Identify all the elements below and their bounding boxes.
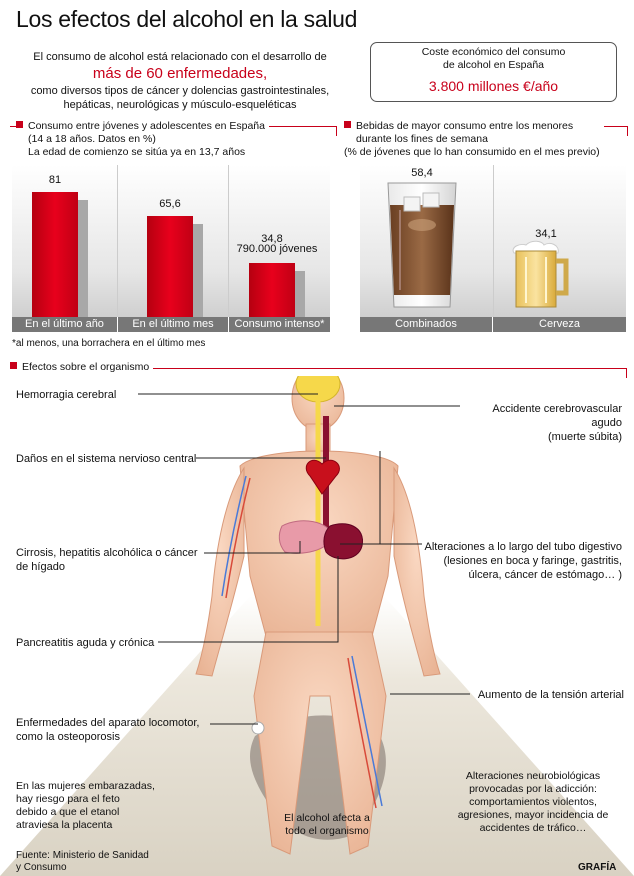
section-rule-drinks-end — [627, 126, 628, 136]
note-todo: El alcohol afecta a todo el organismo — [284, 812, 370, 837]
consumption-category-row: En el último año En el último mes Consum… — [12, 317, 330, 332]
liver-icon — [278, 520, 333, 554]
blood-vessels — [221, 475, 383, 809]
cost-box: Coste económico del consumo de alcohol e… — [370, 42, 617, 102]
label-nervioso: Daños en el sistema nervioso central — [16, 453, 197, 465]
bullet-square-icon — [344, 121, 351, 128]
stomach-icon — [323, 523, 363, 560]
bar-value-label: 34,8 — [261, 233, 283, 246]
category-label: Combinados — [360, 317, 492, 332]
intro-highlight: más de 60 enfermedades, — [92, 65, 268, 82]
beer-mug-icon — [512, 240, 569, 308]
page-title: Los efectos del alcohol en la salud — [16, 6, 358, 32]
label-cirrosis: Cirrosis, hepatitis alcohólica o cáncer … — [16, 547, 198, 573]
note-embarazadas: En las mujeres embarazadas, hay riesgo p… — [16, 780, 155, 831]
label-digestivo: Alteraciones a lo largo del tubo digesti… — [424, 541, 622, 581]
ice-cube-icon — [403, 196, 421, 212]
intro-text: El consumo de alcohol está relacionado c… — [10, 50, 350, 112]
label-tension: Aumento de la tensión arterial — [477, 689, 624, 701]
source-text: Fuente: Ministerio de Sanidad y Consumo — [16, 850, 149, 873]
mixed-drink-glass-icon — [387, 182, 457, 308]
category-label: Consumo intenso* — [229, 317, 330, 332]
cost-label-2: de alcohol en España — [443, 59, 544, 71]
label-hemorragia: Hemorragia cerebral — [16, 389, 117, 401]
drinks-value-label: 58,4 — [411, 167, 433, 179]
section-rule-consumption-end — [336, 126, 337, 136]
bar — [32, 192, 78, 317]
note-neuro: Alteraciones neurobiológicas provocadas … — [457, 770, 609, 834]
body-illustration — [0, 376, 634, 876]
ice-cube-icon — [422, 192, 440, 208]
cost-value: 3.800 millones €/año — [428, 78, 559, 94]
chart-divider — [117, 165, 118, 317]
intro-line-1: El consumo de alcohol está relacionado c… — [33, 51, 327, 63]
bar-value-label: 81 — [48, 174, 62, 186]
category-label: En el último mes — [118, 317, 228, 332]
label-locomotor: Enfermedades del aparato locomotor, como… — [16, 717, 200, 743]
bar-value-label: 65,6 — [159, 197, 181, 210]
ice-cube-icon — [408, 219, 436, 231]
label-pancreatitis: Pancreatitis aguda y crónica — [16, 637, 155, 649]
heart-icon — [305, 459, 340, 495]
intro-line-3: hepáticas, neurológicas y músculo-esquel… — [63, 99, 297, 111]
category-label: En el último año — [12, 317, 117, 332]
drinks-category-row: Combinados Cerveza — [360, 317, 626, 332]
chart-divider — [493, 165, 494, 317]
brand-logo: GRAFÍA — [578, 862, 617, 873]
bar — [249, 263, 295, 317]
bullet-square-icon — [16, 121, 23, 128]
bar — [147, 215, 193, 317]
effects-heading: Efectos sobre el organismo — [10, 361, 154, 374]
mixed-drink-fill — [390, 205, 454, 295]
drinks-value-label: 34,1 — [535, 228, 557, 240]
section-rule-effects — [10, 368, 626, 369]
consumption-footnote: *al menos, una borrachera en el último m… — [12, 338, 206, 349]
label-acv: Accidente cerebrovascular agudo (muerte … — [492, 403, 622, 443]
cost-label-1: Coste económico del consumo — [421, 46, 566, 58]
drinks-heading: Bebidas de mayor consumo entre los menor… — [344, 120, 604, 159]
intro-line-2: como diversos tipos de cáncer y dolencia… — [30, 85, 330, 97]
bullet-square-icon — [10, 362, 17, 369]
knee-joint-icon — [251, 721, 265, 735]
category-label: Cerveza — [493, 317, 626, 332]
chart-divider — [228, 165, 229, 317]
consumption-heading: Consumo entre jóvenes y adolescentes en … — [16, 120, 269, 159]
leader-lines — [138, 393, 470, 725]
drinks-glasses — [387, 182, 569, 308]
section-rule-effects-end — [626, 368, 627, 378]
consumption-extra-label: 790.000 jóvenes — [236, 243, 318, 255]
